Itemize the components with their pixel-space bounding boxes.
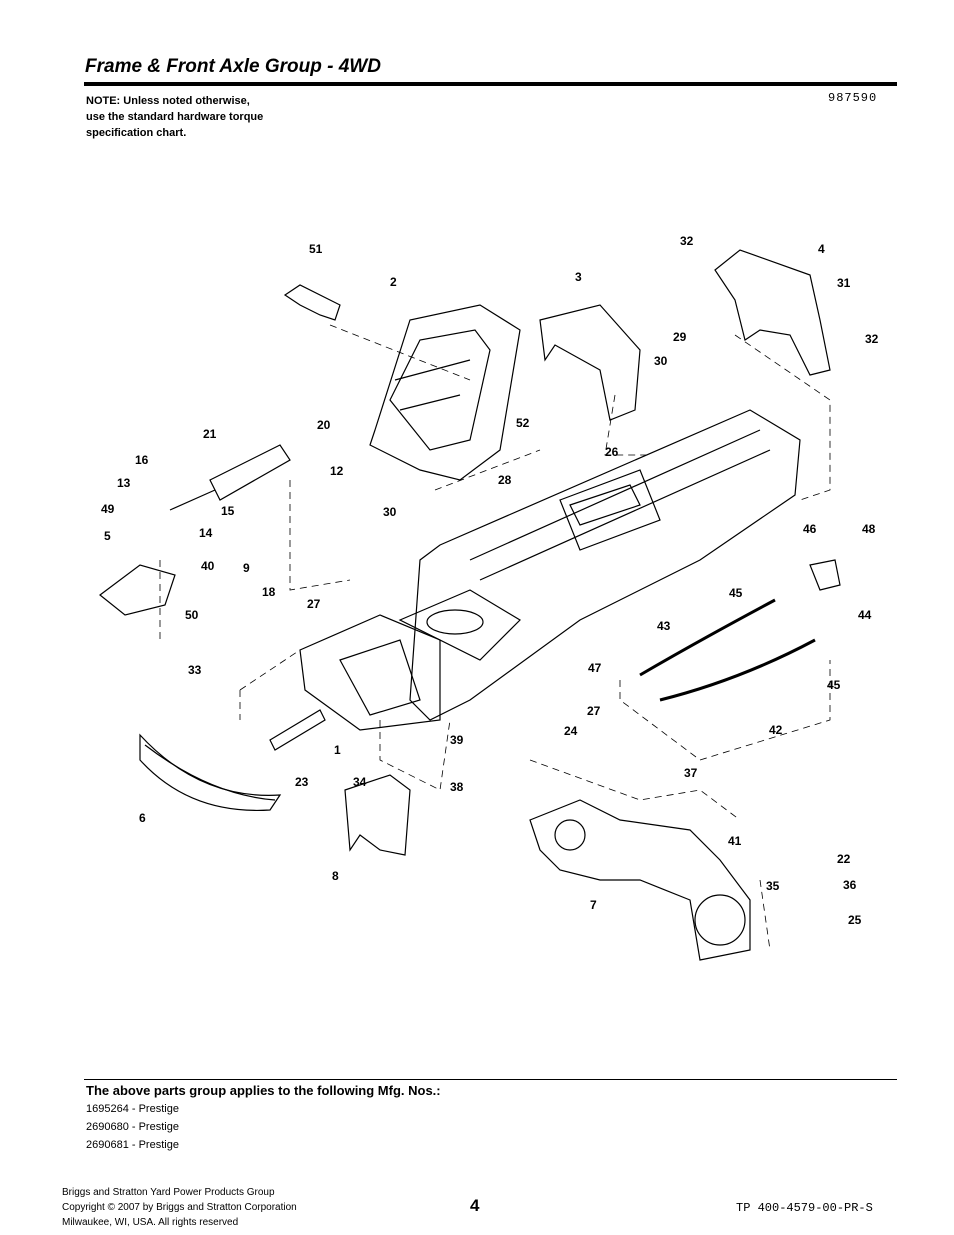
- callout-label: 41: [728, 834, 742, 848]
- callout-label: 43: [657, 619, 671, 633]
- panel-drawing: [539, 304, 641, 421]
- page-number: 4: [470, 1196, 480, 1215]
- footer-company-info: Briggs and Stratton Yard Power Products …: [62, 1185, 297, 1230]
- callout-label: 38: [450, 780, 464, 794]
- callout-label: 12: [330, 464, 344, 478]
- callout-label: 7: [590, 898, 597, 912]
- callout-label: 44: [858, 608, 872, 622]
- callout-label: 23: [295, 775, 309, 789]
- bumper-drawing: [139, 733, 282, 812]
- hose-43-drawing: [639, 598, 776, 677]
- callout-label: 18: [262, 585, 276, 599]
- callout-label: 31: [837, 276, 851, 290]
- callout-label: 49: [101, 502, 115, 516]
- bracket-8-drawing: [344, 774, 411, 856]
- callout-label: 1: [334, 743, 341, 757]
- applies-rule: [84, 1079, 897, 1080]
- callout-label: 34: [353, 775, 367, 789]
- callout-label: 5: [104, 529, 111, 543]
- callout-label: 47: [588, 661, 602, 675]
- callout-label: 51: [309, 242, 323, 256]
- cylinder-drawing: [209, 444, 291, 501]
- callout-label: 28: [498, 473, 512, 487]
- callout-label: 27: [587, 704, 601, 718]
- callout-label: 48: [862, 522, 876, 536]
- callout-label: 40: [201, 559, 215, 573]
- callout-label: 13: [117, 476, 131, 490]
- main-frame-drawing: [409, 409, 801, 721]
- page-title: Frame & Front Axle Group - 4WD: [85, 56, 381, 77]
- callout-label: 37: [684, 766, 698, 780]
- callout-label: 45: [827, 678, 841, 692]
- callout-label: 14: [199, 526, 213, 540]
- callout-label: 36: [843, 878, 857, 892]
- callout-label: 33: [188, 663, 202, 677]
- torque-note: NOTE: Unless noted otherwise, use the st…: [86, 93, 263, 141]
- callout-label: 27: [307, 597, 321, 611]
- callout-label: 15: [221, 504, 235, 518]
- footer-line: Briggs and Stratton Yard Power Products …: [62, 1187, 275, 1198]
- title-rule: [84, 82, 897, 86]
- callout-label: 42: [769, 723, 783, 737]
- callout-label: 2: [390, 275, 397, 289]
- callout-label: 39: [450, 733, 464, 747]
- callout-label: 21: [203, 427, 217, 441]
- bar-23-drawing: [269, 709, 326, 751]
- callout-label: 26: [605, 445, 619, 459]
- callout-label: 45: [729, 586, 743, 600]
- dash-console-drawing: [369, 304, 521, 481]
- callout-labels: 51 2 3 32 4 31 32 29 30 52 21 20 16 13 1…: [101, 234, 879, 927]
- part-drawings: [99, 249, 841, 961]
- callout-label: 24: [564, 724, 578, 738]
- rear-bracket-drawing: [714, 249, 831, 376]
- footer-line: Copyright © 2007 by Briggs and Stratton …: [62, 1202, 297, 1213]
- callout-label: 16: [135, 453, 149, 467]
- callout-label: 20: [317, 418, 331, 432]
- hose-42-drawing: [659, 638, 816, 702]
- callout-label: 22: [837, 852, 851, 866]
- callout-label: 32: [865, 332, 879, 346]
- applies-heading: The above parts group applies to the fol…: [86, 1083, 441, 1098]
- callout-label: 6: [139, 811, 146, 825]
- bracket-46-drawing: [809, 559, 841, 591]
- plate-drawing: [99, 564, 176, 616]
- callout-label: 52: [516, 416, 530, 430]
- callout-label: 30: [383, 505, 397, 519]
- drawing-number: 987590: [828, 91, 878, 105]
- bracket-51-drawing: [283, 284, 341, 321]
- callout-label: 32: [680, 234, 694, 248]
- assembly-dash-lines: [159, 324, 831, 951]
- callout-label: 8: [332, 869, 339, 883]
- callout-label: 9: [243, 561, 250, 575]
- document-code: TP 400-4579-00-PR-S: [736, 1201, 873, 1215]
- note-line: NOTE: Unless noted otherwise,: [86, 95, 250, 107]
- callout-label: 3: [575, 270, 582, 284]
- front-axle-drawing: [529, 799, 751, 961]
- list-item: 2690680 - Prestige: [86, 1121, 179, 1133]
- callout-label: 46: [803, 522, 817, 536]
- callout-label: 29: [673, 330, 687, 344]
- mfg-number-list: 1695264 - Prestige 2690680 - Prestige 26…: [86, 1100, 179, 1154]
- note-line: use the standard hardware torque: [86, 111, 264, 123]
- callout-label: 35: [766, 879, 780, 893]
- callout-label: 25: [848, 913, 862, 927]
- callout-label: 4: [818, 242, 825, 256]
- footer-line: Milwaukee, WI, USA. All rights reserved: [62, 1217, 239, 1228]
- list-item: 2690681 - Prestige: [86, 1139, 179, 1151]
- callout-label: 50: [185, 608, 199, 622]
- callout-label: 30: [654, 354, 668, 368]
- note-line: specification chart.: [86, 127, 187, 139]
- list-item: 1695264 - Prestige: [86, 1103, 179, 1115]
